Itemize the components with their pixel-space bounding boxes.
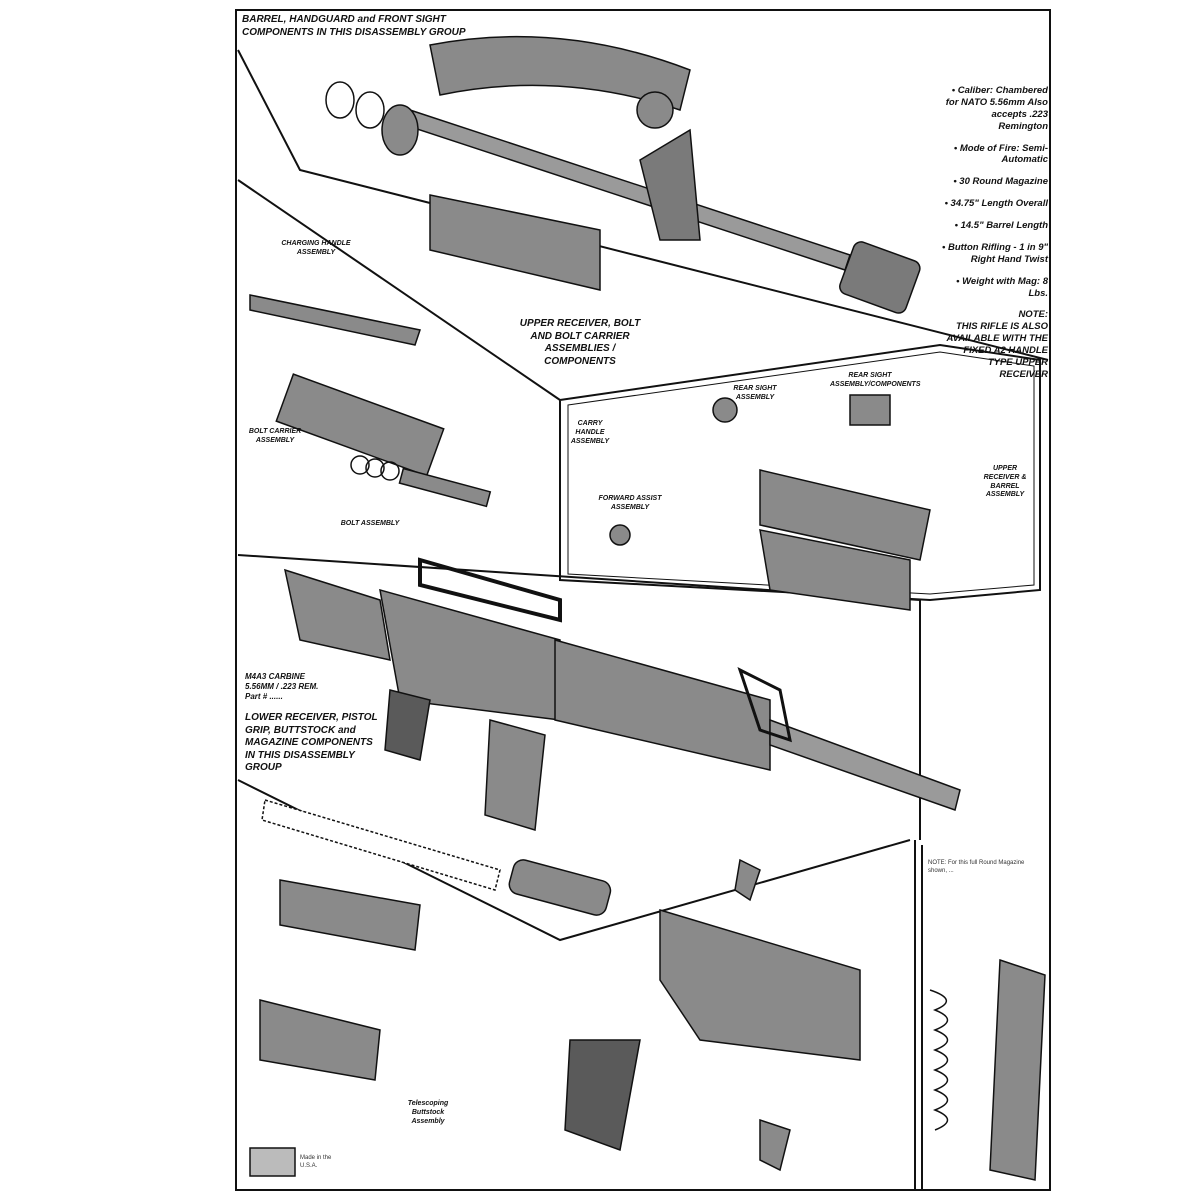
carry-handle <box>759 469 931 561</box>
magazine-note: NOTE: For this full Round Magazine shown… <box>928 860 1025 874</box>
buffer-spring <box>261 799 501 891</box>
bolt-group-border <box>237 179 561 401</box>
carry-handle-label: CARRY HANDLE ASSEMBLY <box>570 420 610 445</box>
spec-list: • Caliber: Chambered for NATO 5.56mm Als… <box>940 85 1048 381</box>
lower-group-title: LOWER RECEIVER, PISTOL GRIP, BUTTSTOCK a… <box>245 712 378 773</box>
spec-item: • 14.5" Barrel Length <box>954 220 1048 231</box>
buffer <box>508 859 612 916</box>
spec-item: • Weight with Mag: 8 Lbs. <box>956 275 1048 299</box>
flash-hider <box>839 241 921 314</box>
spec-item: • 30 Round Magazine <box>953 176 1048 188</box>
spec-item: • Caliber: Chambered for NATO 5.56mm Als… <box>945 85 1048 132</box>
note-text: THIS RIFLE IS ALSO AVAILABLE WITH THE FI… <box>946 321 1049 380</box>
upper-receiver-inset <box>559 343 1041 602</box>
rear-sight-assembly-label: REAR SIGHT ASSEMBLY <box>733 385 777 401</box>
model-name: M4A3 CARBINE 5.56MM / .223 REM. Part # .… <box>245 672 385 702</box>
rear-sight <box>849 394 891 426</box>
assembled-rifle <box>283 557 961 831</box>
upper-receiver-label: UPPER RECEIVER & BARREL ASSEMBLY <box>983 465 1027 499</box>
bolt <box>398 467 492 508</box>
bolt-carrier-label: BOLT CARRIER ASSEMBLY <box>248 428 302 444</box>
usa-flag-logo <box>249 1147 296 1177</box>
spec-item: • Mode of Fire: Semi-Automatic <box>953 142 1048 166</box>
hammer <box>734 858 761 902</box>
lower-receiver <box>659 908 861 1061</box>
handguard-cap <box>636 91 674 129</box>
magazine-spring <box>929 989 949 1131</box>
magazine <box>989 958 1046 1181</box>
barrel-group-title: BARREL, HANDGUARD and FRONT SIGHT COMPON… <box>242 14 466 38</box>
model-title: M4A3 CARBINE <box>245 672 306 681</box>
upper-group-title: UPPER RECEIVER, BOLT AND BOLT CARRIER AS… <box>519 318 641 367</box>
buttstock-label: Telescoping Buttstock Assembly <box>407 1100 449 1125</box>
delta-ring <box>325 81 355 119</box>
spec-item: • Button Rifling - 1 in 9" Right Hand Tw… <box>942 241 1048 265</box>
rifle-magazine <box>484 719 546 831</box>
charging-handle <box>249 294 421 346</box>
bolt-label: BOLT ASSEMBLY <box>340 520 400 527</box>
forward-assist-label: FORWARD ASSIST ASSEMBLY <box>598 495 662 511</box>
page-frame <box>235 9 1051 1191</box>
upper-receiver <box>759 529 911 611</box>
lower-handguard <box>429 194 601 291</box>
note-title: NOTE: <box>1018 309 1048 321</box>
charging-handle-label: CHARGING HANDLE ASSEMBLY <box>281 240 351 256</box>
rear-sight-components-label: REAR SIGHT ASSEMBLY/COMPONENTS <box>830 372 921 388</box>
buttstock <box>259 999 381 1081</box>
made-in-usa: Made in the U.S.A. <box>300 1155 332 1169</box>
barrel-group-border <box>237 49 1049 361</box>
receiver-extension <box>279 879 421 951</box>
model-caliber: 5.56MM / .223 REM. <box>245 682 319 691</box>
forward-assist <box>609 524 631 546</box>
bolt-carrier <box>275 373 445 477</box>
trigger <box>759 1118 791 1172</box>
spec-item: • 34.75" Length Overall <box>944 198 1048 210</box>
pistol-grip <box>564 1039 641 1152</box>
model-part: Part # ...... <box>245 692 283 701</box>
upper-handguard <box>429 35 691 111</box>
front-sight-base <box>639 128 701 241</box>
